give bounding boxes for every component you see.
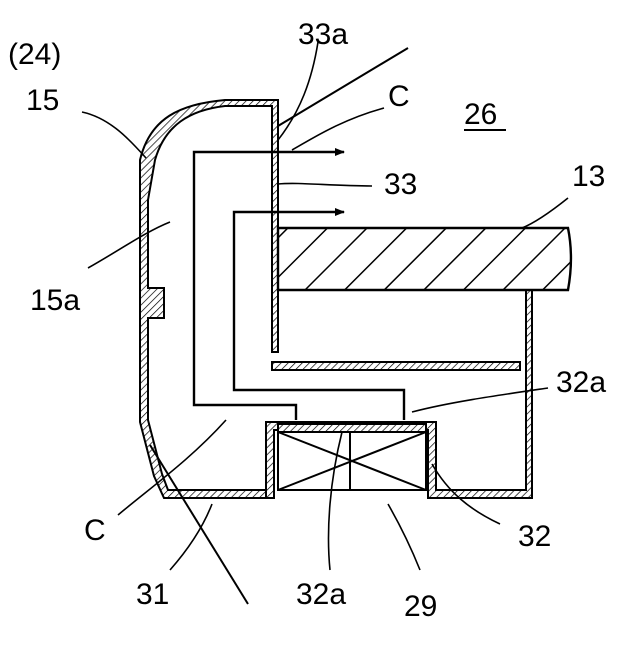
filter-plate-32a — [278, 424, 426, 432]
duct-box-32 — [266, 290, 532, 498]
label-ref-15a: 15a — [30, 284, 80, 317]
label-ref-24: (24) — [8, 38, 61, 71]
label-ref-32a-right: 32a — [556, 366, 606, 399]
filter-element-32 — [278, 432, 426, 490]
board-13 — [278, 228, 571, 290]
label-ref-c-bottom: C — [84, 514, 106, 547]
label-ref-29: 29 — [404, 590, 437, 623]
label-ref-32a-bottom: 32a — [296, 578, 346, 611]
label-ref-33: 33 — [384, 168, 417, 201]
label-ref-c-top: C — [388, 80, 410, 113]
inner-partition-top — [272, 362, 520, 370]
label-ref-32: 32 — [518, 520, 551, 553]
label-ref-33a: 33a — [298, 18, 348, 51]
label-ref-31: 31 — [136, 578, 169, 611]
label-ref-26: 26 — [464, 98, 497, 131]
label-ref-13: 13 — [572, 160, 605, 193]
label-ref-15: 15 — [26, 84, 59, 117]
